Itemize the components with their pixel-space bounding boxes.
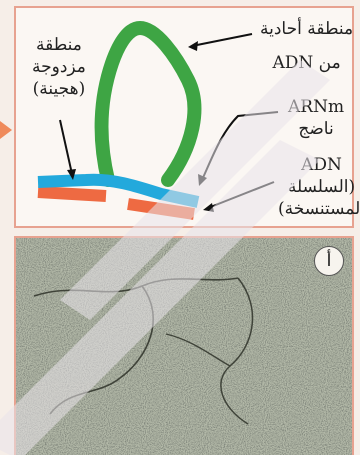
double-region-label: منطقة مزدوجة (هجينة) [32,34,86,100]
single-region-line2: من ADN [260,52,353,74]
template-dna-label: ADN (السلسلة المستنسخة) [278,154,360,220]
pointer-arn [202,112,278,180]
pointer-single [192,34,252,46]
pointer-adn [208,182,274,208]
single-region-line1: منطقة أحادية [260,18,353,40]
mrna-label: ARNm ناضج [288,96,344,140]
double-region-line1: منطقة [32,34,86,56]
electron-micrograph: أ [14,236,354,455]
mrna-line1: ARNm [288,96,344,118]
single-strand-loop [102,28,195,180]
template-dna-line1: ADN [278,154,360,176]
mrna-line2: ناضج [288,118,344,140]
pointer-arrow [0,121,12,139]
template-dna-line2: (السلسلة [278,176,360,198]
double-region-line2: مزدوجة [32,56,86,78]
micrograph-texture [16,238,354,455]
panel-letter: أ [314,246,344,276]
pointer-double [60,120,72,174]
double-region-line3: (هجينة) [32,78,86,100]
hybrid-diagram-panel: منطقة أحادية من ADN منطقة مزدوجة (هجينة)… [14,6,354,228]
template-dna-line3: المستنسخة) [278,198,360,220]
single-region-label: منطقة أحادية من ADN [260,18,353,74]
